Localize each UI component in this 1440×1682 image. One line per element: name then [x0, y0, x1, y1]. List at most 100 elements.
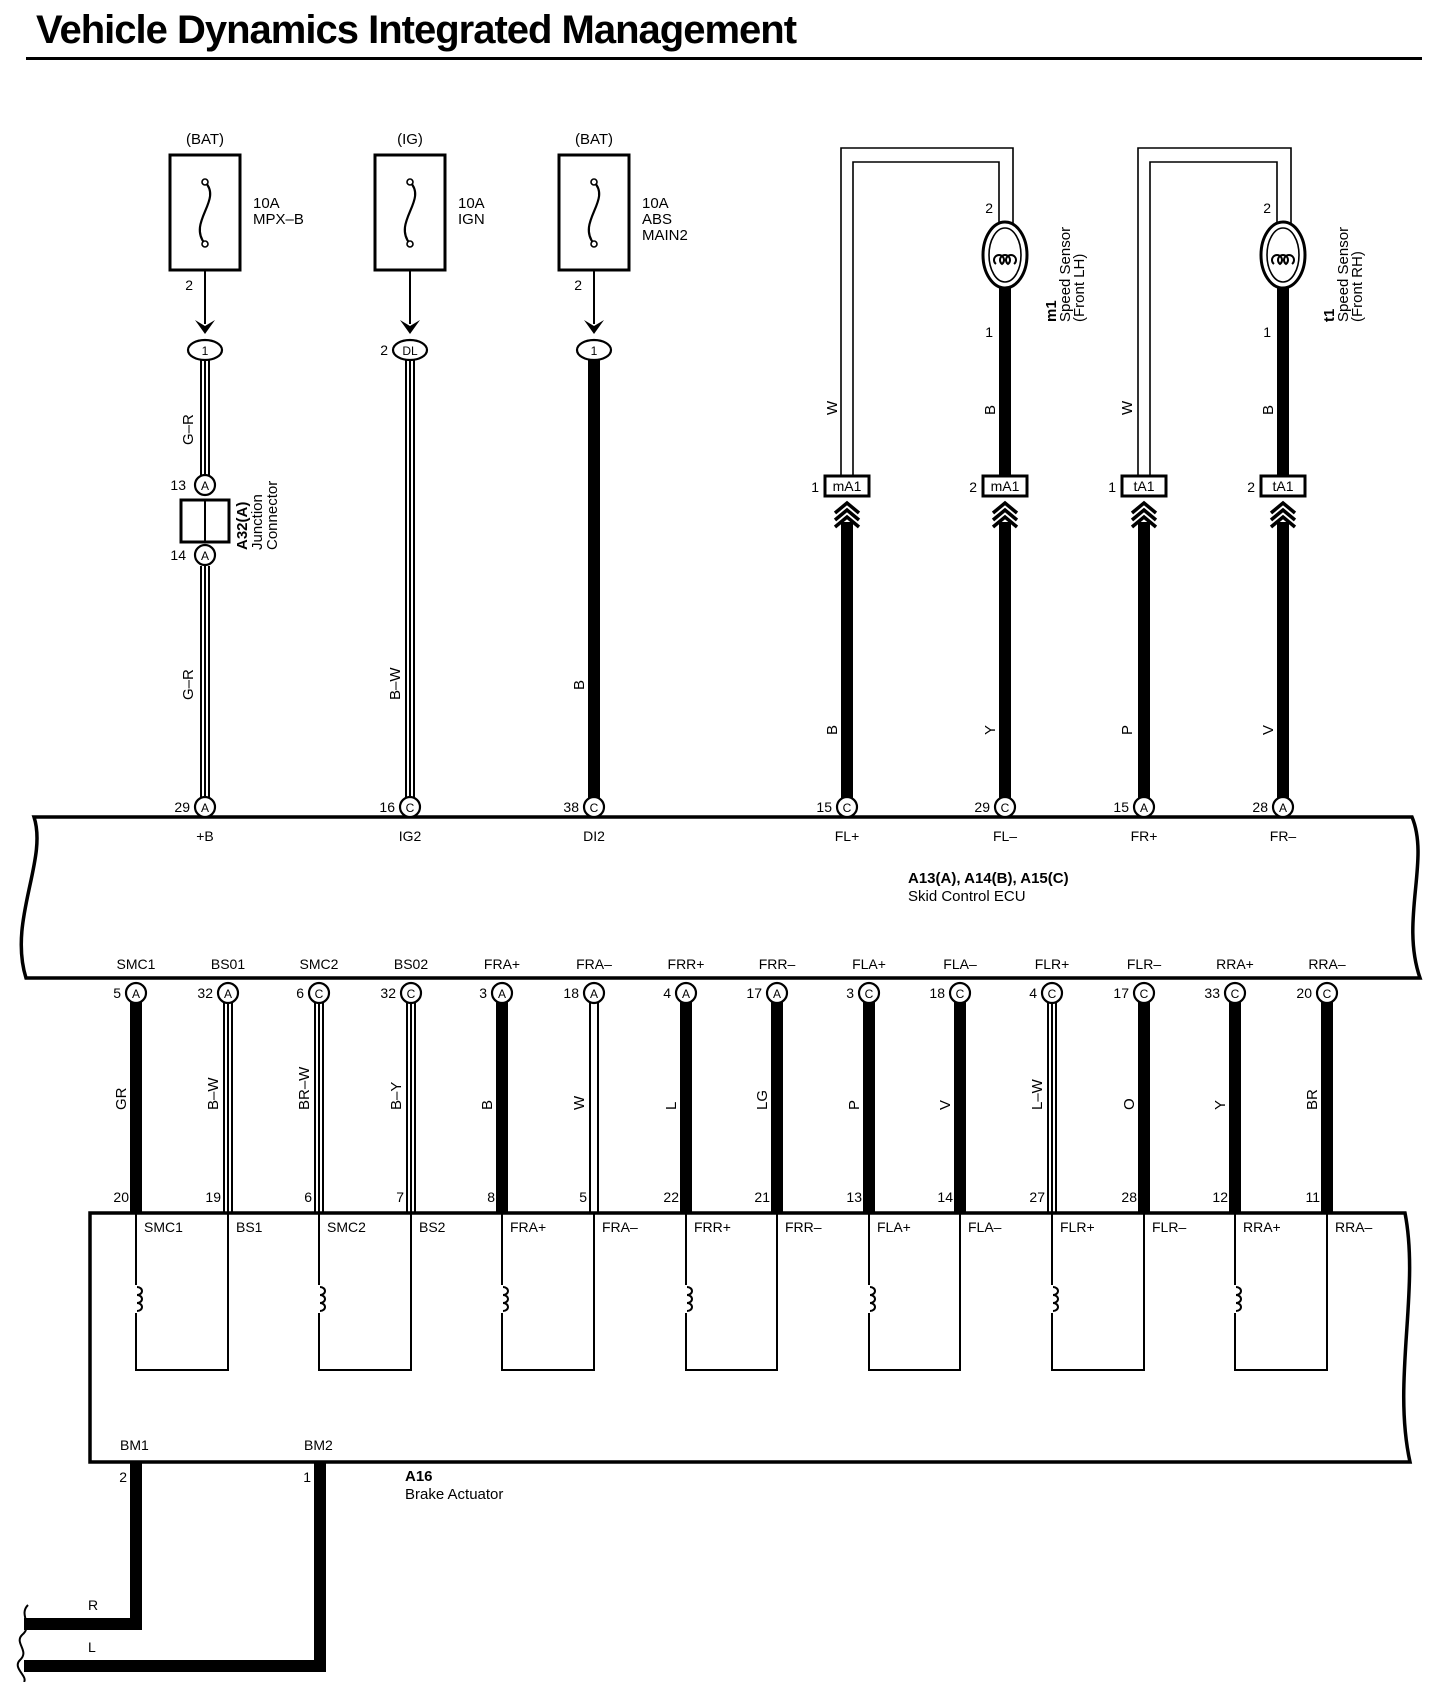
actuator-pin-number: 5 — [579, 1189, 587, 1205]
pin-letter: A — [224, 987, 232, 1001]
fuse-icon — [587, 181, 601, 245]
fuse-name: ABS — [642, 211, 672, 228]
sensor-id: m1 — [1043, 300, 1060, 322]
pin-letter: A — [773, 987, 781, 1001]
wire-B–W — [223, 1000, 233, 1213]
arrow-down-icon — [584, 320, 604, 334]
pin-letter: C — [1323, 987, 1332, 1001]
sensor-pin: 1 — [1263, 324, 1271, 340]
wire-color-label: W — [571, 1095, 588, 1110]
fuse-lead — [593, 244, 595, 324]
fuse-terminal — [201, 240, 209, 248]
ecu-pin-number: 15 — [1113, 799, 1129, 815]
wire-color-label: GR — [113, 1087, 130, 1110]
ecu-pin — [124, 981, 148, 1005]
wire-core — [1053, 1000, 1055, 1213]
wire-speed — [999, 522, 1011, 798]
wire-LG — [771, 1000, 783, 1213]
actuator-terminal-name: FLR– — [1152, 1219, 1186, 1235]
coil-gap — [130, 1285, 142, 1313]
ecu-pin-number: 6 — [296, 985, 304, 1001]
ecu-terminal-name: FLR– — [1127, 956, 1161, 972]
wire-core — [411, 360, 413, 798]
ecu-pin — [1132, 795, 1156, 819]
actuator-terminal-name: RRA– — [1335, 1219, 1373, 1235]
actuator-pin-number: 27 — [1029, 1189, 1045, 1205]
pin-letter: C — [406, 801, 415, 815]
fuse-name: MAIN2 — [642, 227, 688, 244]
ecu-pin — [765, 981, 789, 1005]
wire-g-r — [200, 360, 210, 485]
wire-O — [1138, 1000, 1150, 1213]
wire-core — [206, 566, 208, 798]
pin-letter: A — [201, 549, 209, 563]
arrow-down-icon — [400, 320, 420, 334]
ecu-pin — [1040, 981, 1064, 1005]
junction-pin — [193, 543, 217, 567]
connector-label: 1 — [591, 344, 598, 358]
ecu-pin — [993, 795, 1017, 819]
splice-pin: 1 — [811, 479, 819, 495]
actuator-terminal-name: FRA+ — [510, 1219, 546, 1235]
speed-sensor-inner — [1266, 227, 1300, 283]
chevron-up-icon — [1130, 507, 1158, 522]
pin-letter: C — [865, 987, 874, 1001]
ecu-terminal-name: FRR– — [759, 956, 796, 972]
pin-letter: C — [590, 801, 599, 815]
pin-letter: C — [1231, 987, 1240, 1001]
actuator-terminal-name: BS1 — [236, 1219, 263, 1235]
ecu-terminal-name: BS01 — [211, 956, 245, 972]
ecu-pin-number: 17 — [1113, 985, 1129, 1001]
coil-gap — [680, 1285, 692, 1313]
pin-letter: C — [1048, 987, 1057, 1001]
wire-Y — [1229, 1000, 1241, 1213]
chevron-up-icon — [991, 507, 1019, 522]
motor-terminal-name: BM2 — [304, 1437, 333, 1453]
labels-layer: (BAT)10AMPX–B2(IG)10AIGN(BAT)10AABSMAIN2… — [88, 131, 1373, 1655]
fuse-supply-label: (BAT) — [575, 131, 613, 148]
ecu-pin-number: 33 — [1204, 985, 1220, 1001]
sensor-pin: 1 — [985, 324, 993, 340]
wire-core — [1049, 1000, 1051, 1213]
wire-color-label: V — [937, 1100, 954, 1110]
pin-letter: A — [201, 801, 209, 815]
splice-label: tA1 — [1133, 478, 1154, 494]
sensor-position: (Front LH) — [1071, 254, 1088, 322]
chevron-up-icon — [833, 514, 861, 529]
splice-label: tA1 — [1272, 478, 1293, 494]
wire-color-label: O — [1121, 1098, 1138, 1110]
fuse-lead — [409, 244, 411, 324]
wire-color-label: L — [663, 1102, 680, 1110]
wire-w — [852, 161, 1000, 485]
page-title: Vehicle Dynamics Integrated Management — [36, 8, 797, 52]
actuator-pin-number: 28 — [1121, 1189, 1137, 1205]
fuse-name: MPX–B — [253, 211, 304, 228]
wire-b — [588, 360, 600, 798]
chevron-up-icon — [991, 500, 1019, 515]
components-layer — [16, 153, 1423, 1682]
actuator-pin-number: 20 — [113, 1189, 129, 1205]
coil-gap — [496, 1285, 508, 1313]
wire-core — [408, 1000, 410, 1213]
coil-icon — [1271, 254, 1295, 266]
wire-R — [130, 1462, 142, 1630]
solenoid-coil-icon — [869, 1286, 876, 1312]
splice-label: mA1 — [833, 478, 862, 494]
pin-letter: C — [1001, 801, 1010, 815]
ecu-pin-number: 38 — [563, 799, 579, 815]
wire-b-w — [405, 360, 415, 798]
actuator-pin-number: 14 — [937, 1189, 953, 1205]
ecu-pin — [1271, 795, 1295, 819]
ecu-pin-number: 16 — [379, 799, 395, 815]
solenoid-coil-icon — [1235, 1286, 1242, 1312]
ecu-pin-number: 28 — [1252, 799, 1268, 815]
ecu-terminal-name: FL– — [993, 828, 1017, 844]
pin-letter: C — [956, 987, 965, 1001]
ecu-terminal-name: RRA+ — [1216, 956, 1254, 972]
wire-R — [24, 1618, 142, 1630]
ecu-pin — [948, 981, 972, 1005]
fuse-icon — [198, 181, 212, 245]
connector-pin: 2 — [380, 342, 388, 358]
actuator-pin-number: 22 — [663, 1189, 679, 1205]
continuation-break — [16, 1604, 29, 1682]
